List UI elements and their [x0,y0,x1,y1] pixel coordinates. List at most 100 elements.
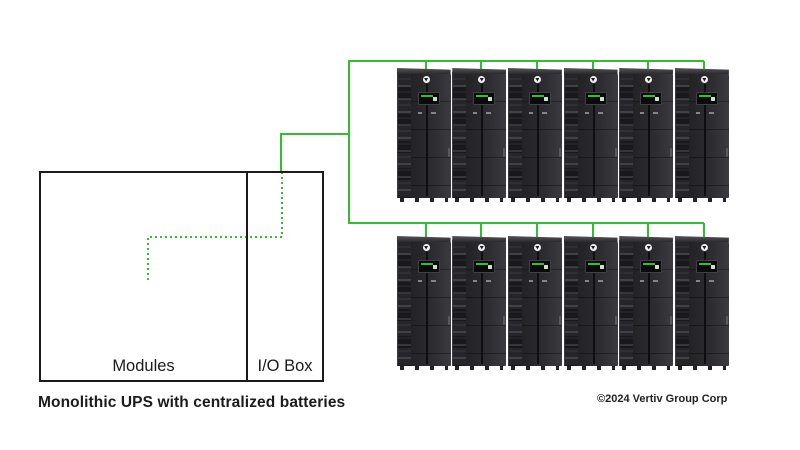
battery-cabinet [507,223,562,370]
cabinet-door-seam [536,252,539,364]
battery-cabinet [396,223,451,370]
cabinet-feet [510,366,559,370]
cabinet-power-drop [535,223,538,241]
cabinet-feet [566,366,615,370]
vertiv-logo-icon [589,244,597,251]
cabinet-display-buttons [695,280,714,282]
cabinet-power-drop [424,223,427,241]
cabinet-power-drop [424,61,427,73]
cabinet-front-door [410,242,451,366]
cabinet-power-drop [647,223,650,241]
cabinet-top-face [396,68,451,74]
cabinet-top-face [507,68,562,74]
cabinet-handle [447,316,450,325]
battery-cabinet [507,61,562,202]
cabinet-display-buttons [584,280,603,282]
cabinet-door-seam [481,252,484,364]
cabinet-handle [503,316,506,325]
cabinet-feet [622,366,671,370]
vertiv-logo-icon [422,76,430,83]
cabinet-top-face [563,68,618,74]
cabinet-side-vents [619,240,634,366]
cabinet-feet [677,366,726,370]
cabinet-front-door [633,74,674,198]
cabinet-front-door [410,74,451,198]
cabinet-power-drop [480,223,483,241]
cabinet-feet [399,366,448,370]
cabinet-side-vents [507,72,522,198]
battery-cabinet [563,223,618,370]
cabinet-door-seam [703,252,706,364]
monolithic-ups-box: Modules I/O Box [39,171,324,382]
cabinet-door-seam [425,252,428,364]
cabinet-feet [622,198,671,202]
cabinet-front-door [466,74,507,198]
cabinet-status-display [528,260,551,273]
cabinet-top-face [619,236,674,242]
cabinet-feet [399,198,448,202]
cabinet-side-vents [619,72,634,198]
cabinet-status-display [584,260,607,273]
battery-cabinet [674,223,729,370]
battery-cabinet [674,61,729,202]
cabinet-handle [670,316,673,325]
cabinet-feet [455,198,504,202]
battery-cabinet [396,61,451,202]
cabinet-side-vents [507,240,522,366]
cabinet-handle [725,316,728,325]
cabinet-handle [670,148,673,157]
cabinet-status-display [473,260,496,273]
battery-cabinet [619,223,674,370]
cabinet-door-seam [536,84,539,196]
cabinet-status-display [695,92,718,105]
cabinet-top-face [452,68,507,74]
cabinet-handle [447,148,450,157]
cabinet-display-buttons [695,112,714,114]
cabinet-display-buttons [584,112,603,114]
vertiv-logo-icon [700,76,708,83]
vertiv-logo-icon [645,244,653,251]
cabinet-door-seam [592,84,595,196]
cabinet-feet [677,198,726,202]
cabinet-door-seam [425,84,428,196]
vertiv-logo-icon [422,244,430,251]
cabinet-top-face [619,68,674,74]
cabinet-power-drop [591,61,594,73]
cabinet-side-vents [563,72,578,198]
cabinet-door-seam [592,252,595,364]
cabinet-handle [558,148,561,157]
cabinet-top-face [674,236,729,242]
battery-cabinet [452,223,507,370]
cabinet-top-face [396,236,451,242]
cabinet-power-drop [480,61,483,73]
cabinet-display-buttons [528,112,547,114]
cabinet-display-buttons [640,112,659,114]
cabinet-feet [510,198,559,202]
cabinet-front-door [688,242,729,366]
power-bus-line [348,60,704,224]
cabinet-front-door [577,242,618,366]
cabinet-handle [725,148,728,157]
cabinet-status-display [640,92,663,105]
vertiv-logo-icon [589,76,597,83]
cabinet-front-door [466,242,507,366]
cabinet-power-drop [702,223,705,241]
cabinet-handle [614,148,617,157]
cabinet-power-drop [647,61,650,73]
cabinet-side-vents [563,240,578,366]
cabinet-handle [558,316,561,325]
cabinet-front-door [521,242,562,366]
cabinet-power-drop [535,61,538,73]
vertiv-logo-icon [533,244,541,251]
cabinet-side-vents [396,72,411,198]
cabinet-door-seam [481,84,484,196]
cabinet-side-vents [396,240,411,366]
vertiv-logo-icon [533,76,541,83]
cabinet-status-display [640,260,663,273]
vertiv-logo-icon [478,76,486,83]
cabinet-handle [503,148,506,157]
cabinet-display-buttons [473,112,492,114]
cabinet-status-display [695,260,718,273]
copyright-text: ©2024 Vertiv Group Corp [597,393,728,405]
